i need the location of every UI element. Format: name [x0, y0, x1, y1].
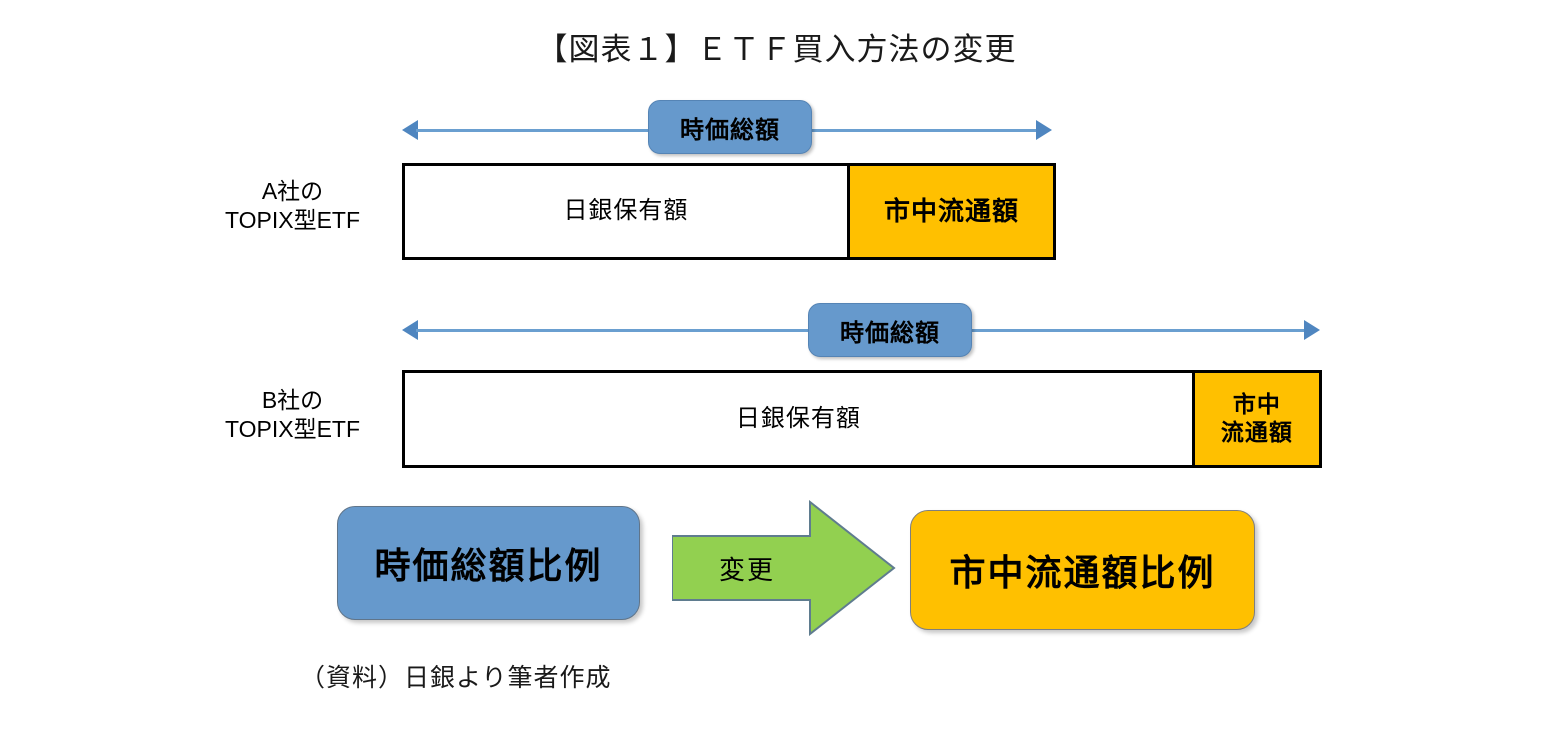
measure-label-company-b: 時価総額: [808, 303, 972, 357]
page-title: 【図表１】ＥＴＦ買入方法の変更: [536, 32, 1017, 67]
arrow-head-left-icon: [402, 320, 418, 340]
row-label-company-b-line1: B社の: [261, 387, 324, 413]
stacked-bar-company-b: 日銀保有額 市中 流通額: [402, 370, 1322, 468]
bar-segment-boj-holding-a: 日銀保有額: [405, 166, 847, 257]
row-label-company-a: A社の TOPIX型ETF: [185, 177, 400, 236]
row-label-company-a-line1: A社の: [261, 178, 324, 204]
arrow-head-left-icon: [402, 120, 418, 140]
bar-segment-market-float-a: 市中流通額: [846, 166, 1053, 257]
bar-segment-market-float-b: 市中 流通額: [1191, 373, 1319, 465]
stacked-bar-company-a: 日銀保有額 市中流通額: [402, 163, 1056, 260]
arrow-head-right-icon: [1304, 320, 1320, 340]
row-label-company-a-line2: TOPIX型ETF: [224, 207, 361, 234]
source-note: （資料）日銀より筆者作成: [300, 665, 612, 692]
conclusion-after-box: 市中流通額比例: [910, 510, 1255, 630]
arrow-head-right-icon: [1036, 120, 1052, 140]
change-arrow: 変更: [672, 500, 896, 636]
row-label-company-b-line2: TOPIX型ETF: [224, 416, 361, 443]
measure-label-company-a: 時価総額: [648, 100, 812, 154]
change-arrow-label: 変更: [718, 554, 775, 585]
conclusion-before-box: 時価総額比例: [337, 506, 640, 620]
row-label-company-b: B社の TOPIX型ETF: [185, 386, 400, 445]
bar-segment-boj-holding-b: 日銀保有額: [405, 373, 1192, 465]
